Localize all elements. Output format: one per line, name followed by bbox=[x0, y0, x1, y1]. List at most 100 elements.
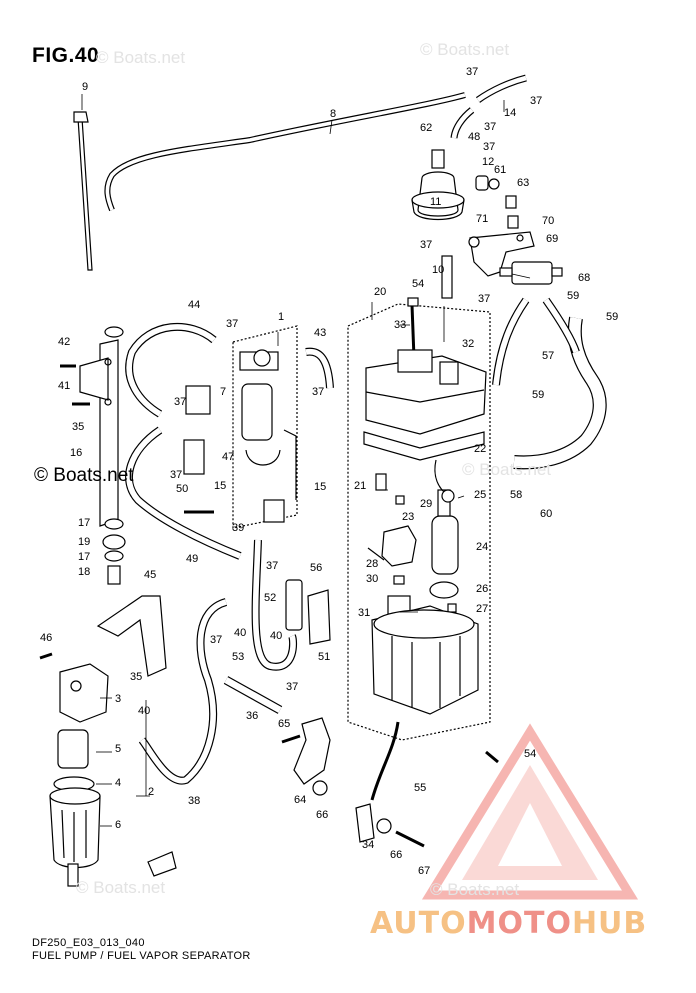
callout-30: 30 bbox=[366, 573, 378, 585]
callout-56: 56 bbox=[310, 562, 322, 574]
callout-5: 5 bbox=[115, 743, 121, 755]
callout-42: 42 bbox=[58, 336, 70, 348]
watermark-faint: © Boats.net bbox=[430, 880, 520, 899]
callout-31: 31 bbox=[358, 607, 370, 619]
callout-37: 37 bbox=[466, 66, 478, 78]
callout-37: 37 bbox=[530, 95, 542, 107]
callout-63: 63 bbox=[517, 177, 529, 189]
callout-54: 54 bbox=[412, 278, 424, 290]
callout-47: 47 bbox=[222, 451, 234, 463]
watermark-faint: © Boats.net bbox=[420, 40, 510, 59]
bolt-33 bbox=[410, 304, 416, 359]
callout-61: 61 bbox=[494, 164, 506, 176]
callout-37: 37 bbox=[312, 386, 324, 398]
brand-part-auto: AUTO bbox=[370, 906, 467, 941]
callout-29: 29 bbox=[420, 498, 432, 510]
part-bracket-64 bbox=[293, 717, 331, 785]
callout-23: 23 bbox=[402, 511, 414, 523]
callout-54: 54 bbox=[524, 748, 536, 760]
callout-18: 18 bbox=[78, 566, 90, 578]
callout-64: 64 bbox=[294, 794, 306, 806]
callout-37: 37 bbox=[174, 396, 186, 408]
callout-44: 44 bbox=[188, 299, 200, 311]
callout-37: 37 bbox=[484, 121, 496, 133]
callout-37: 37 bbox=[483, 141, 495, 153]
part-bracket-45 bbox=[96, 595, 167, 677]
callout-60: 60 bbox=[540, 508, 552, 520]
callout-49: 49 bbox=[186, 553, 198, 565]
callout-40: 40 bbox=[138, 705, 150, 717]
callout-3: 3 bbox=[115, 693, 121, 705]
grommet-34 bbox=[355, 803, 375, 843]
callout-17: 17 bbox=[78, 517, 90, 529]
figure-code: DF250_E03_013_040 bbox=[32, 937, 145, 949]
callout-15: 15 bbox=[314, 481, 326, 493]
brand-part-moto: MOTO bbox=[466, 906, 572, 941]
figure-caption: FUEL PUMP / FUEL VAPOR SEPARATOR bbox=[32, 950, 251, 962]
callout-40: 40 bbox=[270, 630, 282, 642]
callout-53: 53 bbox=[232, 651, 244, 663]
callout-6: 6 bbox=[115, 819, 121, 831]
callout-22: 22 bbox=[474, 443, 486, 455]
callout-21: 21 bbox=[354, 480, 366, 492]
callout-37: 37 bbox=[286, 681, 298, 693]
brand-triangle-logo bbox=[421, 723, 639, 900]
figure-title: FIG.40 bbox=[32, 44, 100, 67]
callout-59: 59 bbox=[532, 389, 544, 401]
callout-40: 40 bbox=[234, 627, 246, 639]
callout-1: 1 bbox=[278, 311, 284, 323]
part-valve-68 bbox=[499, 261, 563, 285]
part-separator-cover bbox=[365, 349, 487, 435]
pipe-10 bbox=[441, 255, 453, 299]
callout-33: 33 bbox=[394, 319, 406, 331]
callout-65: 65 bbox=[278, 718, 290, 730]
callout-7: 7 bbox=[220, 386, 226, 398]
callout-37: 37 bbox=[478, 293, 490, 305]
callout-26: 26 bbox=[476, 583, 488, 595]
watermark-primary: © Boats.net bbox=[34, 465, 134, 486]
part-filter-11 bbox=[411, 149, 465, 221]
part-47 bbox=[183, 439, 205, 475]
watermark-faint: © Boats.net bbox=[462, 460, 552, 479]
callout-17: 17 bbox=[78, 551, 90, 563]
callout-10: 10 bbox=[432, 264, 444, 276]
callout-37: 37 bbox=[210, 634, 222, 646]
callout-41: 41 bbox=[58, 380, 70, 392]
part-float-chamber bbox=[371, 605, 479, 715]
callout-labels: 3737914378483762126163117071693768105437… bbox=[40, 66, 618, 877]
callout-11: 11 bbox=[430, 196, 441, 208]
callout-34: 34 bbox=[362, 839, 374, 851]
callout-14: 14 bbox=[504, 107, 516, 119]
gasket-22 bbox=[363, 431, 485, 461]
fwd-arrow-icon bbox=[147, 851, 177, 877]
part-filter-7 bbox=[185, 385, 211, 415]
watermark-faint: © Boats.net bbox=[96, 48, 186, 67]
callout-58: 58 bbox=[510, 489, 522, 501]
callout-36: 36 bbox=[246, 710, 258, 722]
callout-70: 70 bbox=[542, 215, 554, 227]
callout-62: 62 bbox=[420, 122, 432, 134]
part-bracket-51 bbox=[307, 589, 331, 645]
callout-45: 45 bbox=[144, 569, 156, 581]
callout-51: 51 bbox=[318, 651, 330, 663]
callout-37: 37 bbox=[266, 560, 278, 572]
hose-57 bbox=[492, 297, 530, 386]
callout-57: 57 bbox=[542, 350, 554, 362]
hose-55 bbox=[370, 721, 400, 801]
part-bracket-16 bbox=[79, 339, 119, 527]
callout-43: 43 bbox=[314, 327, 326, 339]
callout-8: 8 bbox=[330, 108, 336, 120]
part-fuel-pump-24 bbox=[431, 459, 459, 575]
part-bracket-69 bbox=[469, 231, 535, 277]
callout-12: 12 bbox=[482, 156, 494, 168]
part-low-pressure-pump bbox=[239, 349, 297, 523]
callout-4: 4 bbox=[115, 777, 121, 789]
callout-71: 71 bbox=[476, 213, 488, 225]
callout-46: 46 bbox=[40, 632, 52, 644]
callout-52: 52 bbox=[264, 592, 276, 604]
part-52 bbox=[285, 579, 303, 631]
part-regulator-23 bbox=[381, 525, 417, 567]
callout-37: 37 bbox=[170, 469, 182, 481]
